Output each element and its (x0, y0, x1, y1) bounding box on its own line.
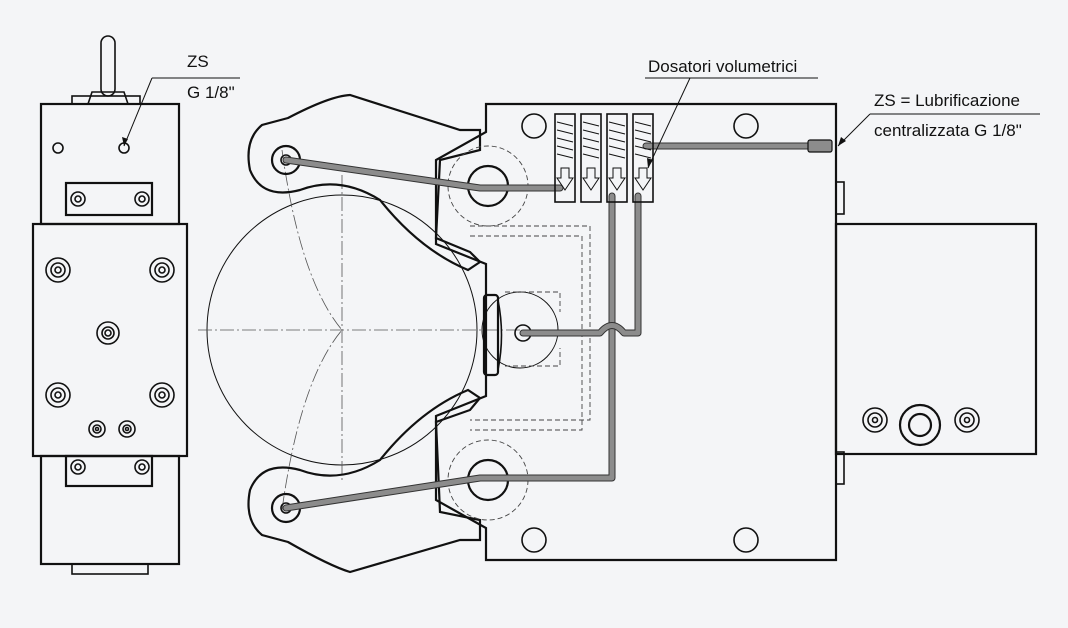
zs-right-callout: ZS = Lubrificazione centralizzata G 1/8" (837, 91, 1040, 147)
zs-left-callout: ZS G 1/8" (122, 52, 240, 147)
zs-left-label: ZS (187, 52, 209, 71)
doser-3 (606, 113, 628, 203)
lubrication-lines (282, 139, 833, 512)
volumetric-dosers (554, 113, 654, 203)
doser-1 (554, 113, 576, 203)
doser-4 (632, 113, 654, 203)
actuator (834, 222, 1038, 456)
wheel (198, 149, 520, 511)
doser-2 (580, 113, 602, 203)
zs-right-sub-label: centralizzata G 1/8" (874, 121, 1022, 140)
dosatori-label: Dosatori volumetrici (648, 57, 797, 76)
zs-left-thread-label: G 1/8" (187, 83, 235, 102)
dosatori-callout: Dosatori volumetrici (645, 57, 818, 169)
zs-right-label: ZS = Lubrificazione (874, 91, 1020, 110)
side-view (31, 35, 189, 575)
